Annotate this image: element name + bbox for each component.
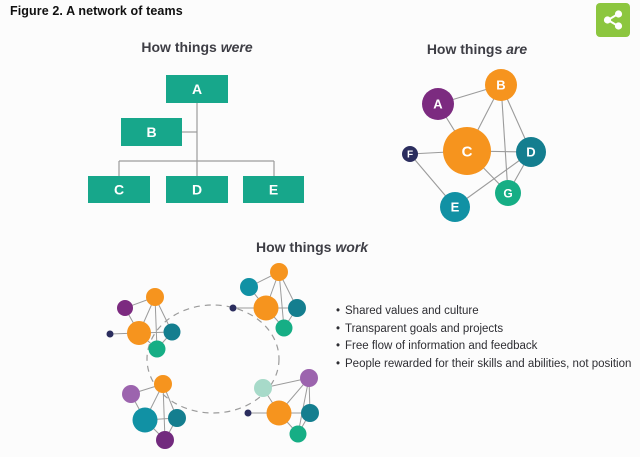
section-title-are-em: are	[506, 41, 528, 57]
cluster-top-left-node	[106, 330, 114, 338]
cluster-top-right-node	[229, 304, 237, 312]
section-title-were-em: were	[220, 39, 253, 55]
cluster-top-right-node	[253, 295, 279, 321]
cluster-bottom-left-node	[122, 385, 140, 403]
cluster-top-right-node	[270, 263, 288, 281]
network-node-C	[443, 127, 491, 175]
network-node-label-C: C	[462, 143, 473, 160]
cluster-bottom-right-edge	[297, 377, 310, 435]
network-node-label-G: G	[503, 186, 512, 200]
org-box-C	[88, 176, 150, 203]
org-box-label-E: E	[269, 182, 278, 198]
org-box-label-C: C	[114, 182, 124, 198]
section-title-were-main: How things	[141, 39, 217, 55]
cluster-top-right-edge	[278, 271, 285, 329]
figure-title: Figure 2. A network of teams	[10, 4, 183, 18]
cluster-top-right-node	[288, 299, 306, 317]
org-box-D	[166, 176, 228, 203]
cluster-top-left-node	[146, 288, 164, 306]
section-title-are-main: How things	[426, 41, 503, 57]
org-box-B	[121, 118, 182, 146]
network-edge-B-G	[500, 84, 509, 194]
bullet-item: Transparent goals and projects	[336, 321, 632, 339]
share-icon	[603, 10, 623, 30]
network-edge-E-D	[454, 151, 532, 208]
network-node-G	[495, 180, 521, 206]
network-node-D	[516, 137, 546, 167]
cluster-top-left-node	[127, 321, 151, 345]
section-title-were: How things were	[87, 39, 307, 55]
bullet-item: Shared values and culture	[336, 303, 632, 321]
bullet-list: Shared values and cultureTransparent goa…	[336, 303, 632, 373]
network-node-B	[485, 69, 517, 101]
network-node-label-F: F	[407, 150, 413, 161]
work-dashed-ellipse	[146, 304, 280, 414]
org-box-label-D: D	[192, 182, 202, 198]
cluster-top-left-node	[163, 323, 181, 341]
share-button[interactable]	[596, 3, 630, 37]
cluster-bottom-left-edge	[162, 383, 166, 441]
cluster-bottom-right-node	[266, 400, 292, 426]
org-box-label-B: B	[146, 124, 156, 140]
cluster-top-left-node	[117, 300, 133, 316]
cluster-bottom-right-node	[244, 409, 252, 417]
cluster-top-right-node	[240, 278, 258, 296]
bullet-item: Free flow of information and feedback	[336, 338, 632, 356]
network-node-label-D: D	[526, 145, 535, 160]
section-title-work-main: How things	[255, 239, 332, 255]
cluster-bottom-right-node	[300, 369, 318, 387]
cluster-top-right-node	[275, 319, 293, 337]
cluster-bottom-left-node	[168, 409, 186, 427]
section-title-work: How things work	[202, 239, 422, 255]
network-node-A	[422, 88, 454, 120]
cluster-bottom-left-node	[132, 407, 158, 433]
cluster-bottom-right-node	[254, 379, 272, 397]
network-node-F	[402, 146, 418, 162]
cluster-top-left-node	[148, 340, 166, 358]
cluster-bottom-right-node	[301, 404, 319, 422]
network-node-label-B: B	[496, 78, 505, 93]
network-node-label-A: A	[433, 97, 443, 112]
org-box-E	[243, 176, 304, 203]
section-title-work-em: work	[335, 239, 368, 255]
network-node-E	[440, 192, 470, 222]
bullet-item: People rewarded for their skills and abi…	[336, 356, 632, 374]
cluster-bottom-left-node	[156, 431, 174, 449]
network-node-label-E: E	[451, 200, 460, 215]
section-title-are: How things are	[367, 41, 587, 57]
cluster-bottom-left-node	[154, 375, 172, 393]
org-box-A	[166, 75, 228, 103]
cluster-bottom-right-node	[289, 425, 307, 443]
org-box-label-A: A	[192, 81, 202, 97]
